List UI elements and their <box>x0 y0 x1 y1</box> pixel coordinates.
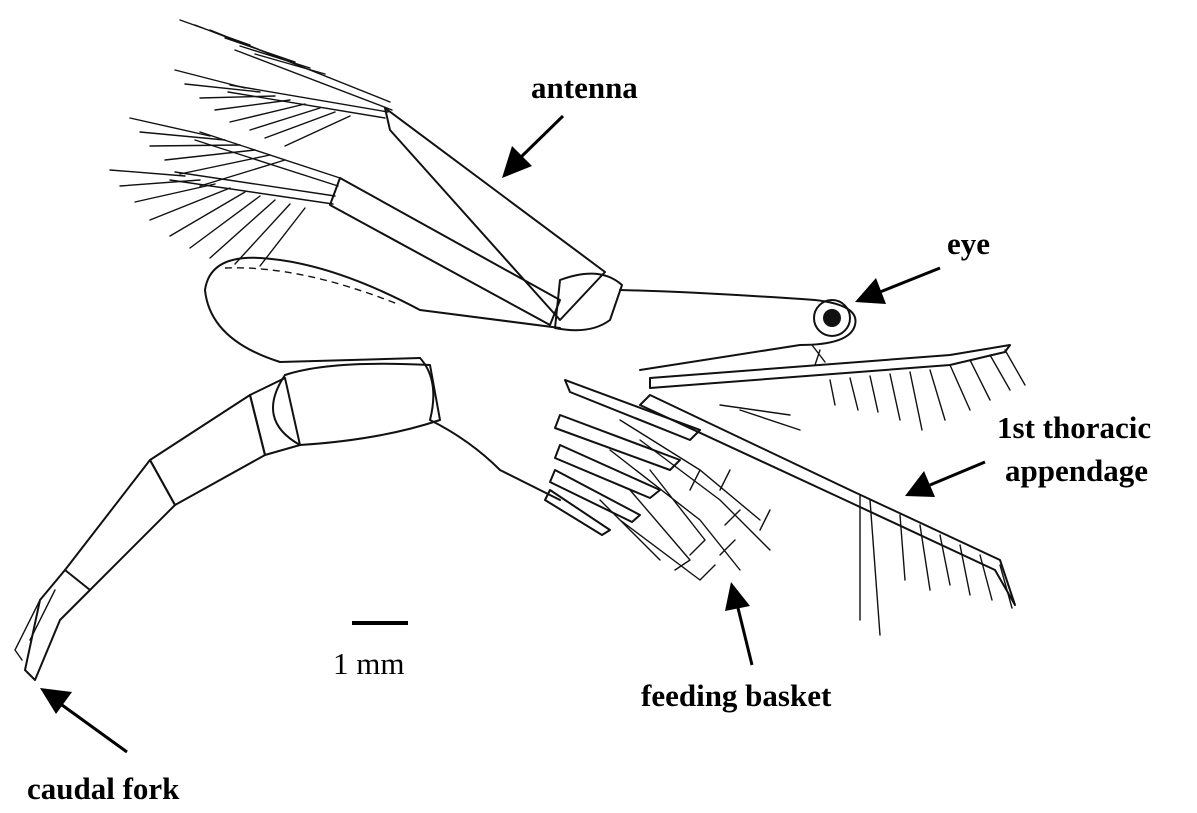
label-eye: eye <box>947 228 990 261</box>
feeding-basket-drawing <box>545 380 770 580</box>
label-antenna: antenna <box>531 72 638 105</box>
eye-drawing <box>812 300 850 365</box>
thoracic-appendage-drawing <box>640 345 1025 635</box>
body-drawing <box>15 258 856 680</box>
label-caudal-fork: caudal fork <box>27 773 179 806</box>
annotation-arrows <box>40 116 985 752</box>
label-thoracic-line1: 1st thoracic <box>997 412 1151 445</box>
label-thoracic-line2: appendage <box>1005 455 1148 488</box>
label-feeding-basket: feeding basket <box>641 680 831 713</box>
scale-bar-label: 1 mm <box>333 646 404 682</box>
